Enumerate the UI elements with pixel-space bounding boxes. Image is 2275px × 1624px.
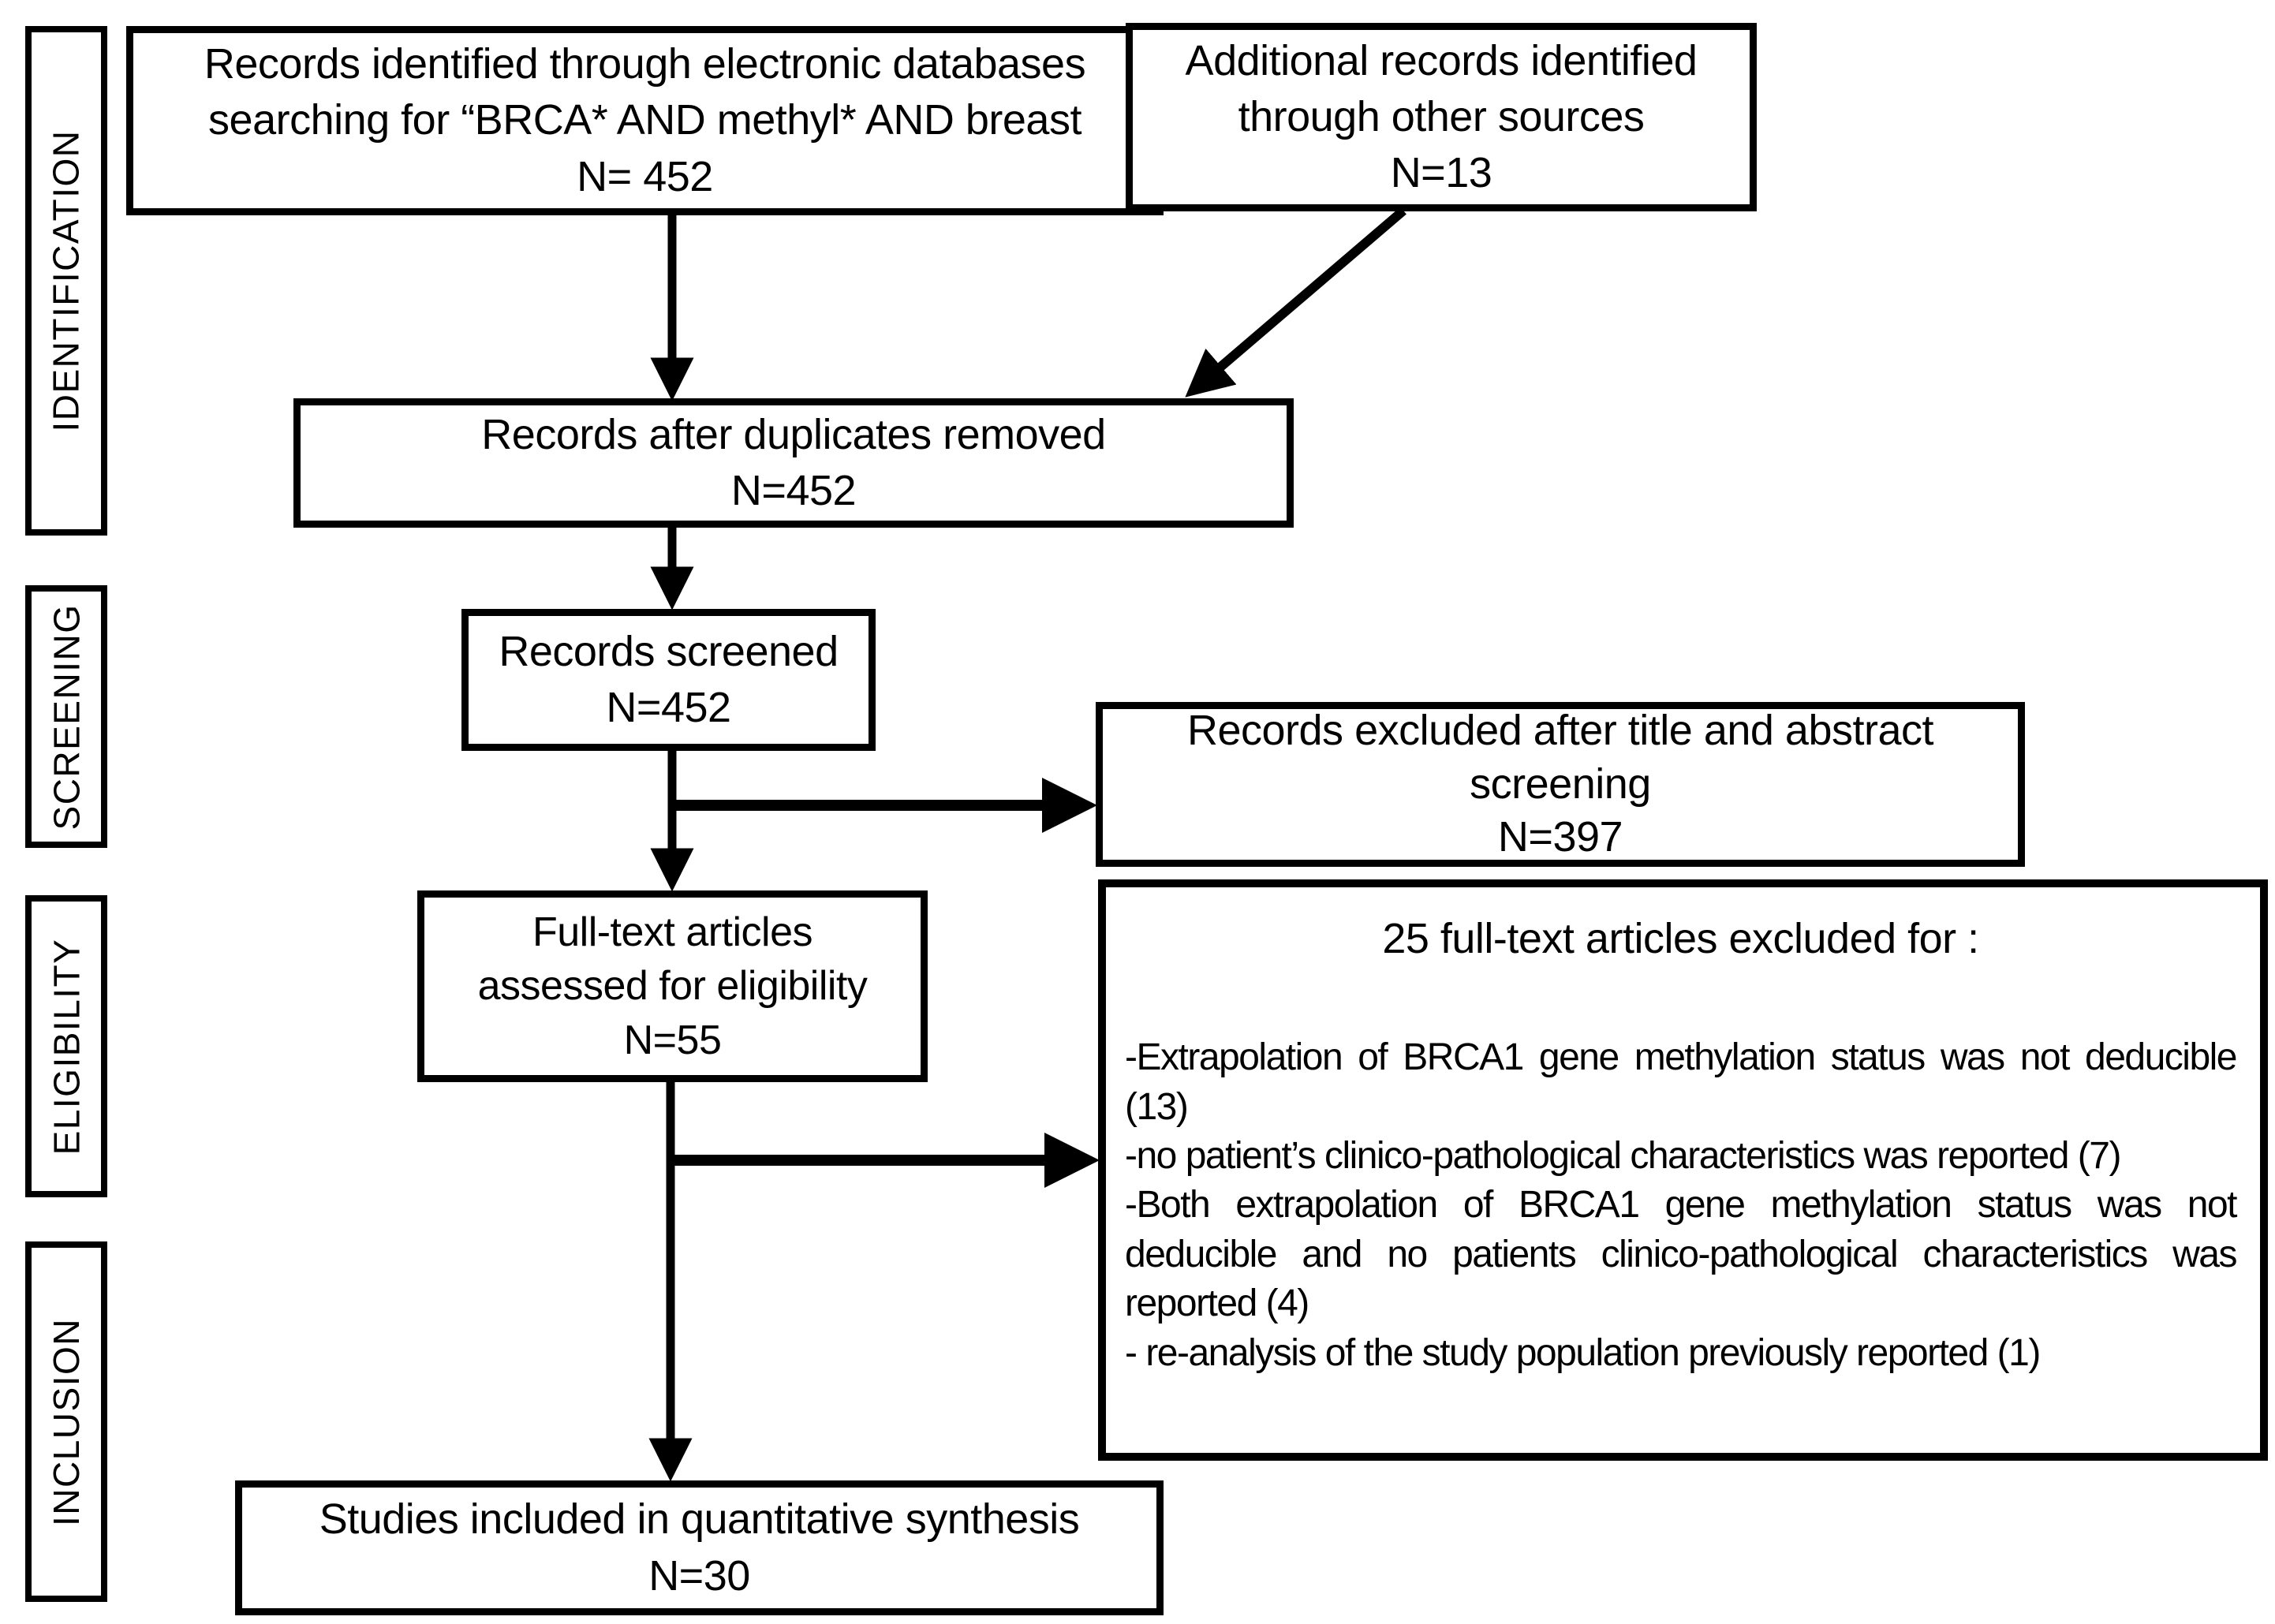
box-records-excluded-screening: Records excluded after title and abstrac… (1096, 702, 2025, 867)
box-duplicates-removed-line1: Records after duplicates removed (481, 410, 1106, 458)
stage-screening: SCREENING (25, 585, 107, 848)
stage-eligibility-label: ELIGIBILITY (46, 938, 87, 1155)
exclusion-reason-4: - re-analysis of the study population pr… (1125, 1331, 2041, 1374)
stage-identification: IDENTIFICATION (25, 26, 107, 536)
box-fulltext-assessed-line2: assessed for eligibility (477, 963, 868, 1010)
box-records-screened-count: N=452 (606, 684, 731, 731)
exclusion-reason-3: -Both extrapolation of BRCA1 gene methyl… (1125, 1184, 2238, 1325)
box-fulltext-excluded: 25 full-text articles excluded for : -Ex… (1098, 879, 2268, 1461)
box-records-excluded-screening-count: N=397 (1497, 813, 1623, 861)
box-fulltext-excluded-title: 25 full-text articles excluded for : (1382, 915, 1979, 962)
stage-screening-label: SCREENING (46, 603, 88, 830)
box-records-screened: Records screened N=452 (461, 609, 876, 751)
box-additional-records-line2: through other sources (1238, 92, 1645, 140)
box-fulltext-assessed-count: N=55 (623, 1017, 722, 1063)
box-records-excluded-screening-line1: Records excluded after title and abstrac… (1186, 707, 1934, 755)
box-studies-included-count: N=30 (648, 1551, 750, 1600)
box-records-screened-line1: Records screened (499, 627, 839, 675)
box-records-identified-line2: searching for “BRCA* AND methyl* AND bre… (208, 96, 1081, 144)
box-records-identified-count: N= 452 (577, 152, 713, 200)
exclusion-reason-2: -no patient’s clinico-pathological chara… (1125, 1135, 2121, 1178)
arrow-additional-to-dedup (1185, 207, 1406, 398)
box-fulltext-assessed-line1: Full-text articles (532, 909, 813, 955)
box-duplicates-removed-count: N=452 (730, 467, 857, 514)
box-records-identified-line1: Records identified through electronic da… (204, 40, 1086, 88)
box-duplicates-removed: Records after duplicates removed N=452 (293, 398, 1294, 528)
box-additional-records-line1: Additional records identified (1185, 36, 1698, 84)
box-records-identified: Records identified through electronic da… (126, 26, 1164, 215)
stage-identification-label: IDENTIFICATION (46, 129, 87, 432)
box-records-excluded-screening-line2: screening (1470, 760, 1651, 808)
stage-inclusion: INCLUSION (25, 1241, 107, 1602)
exclusion-reasons-list: -Extrapolation of BRCA1 gene methylation… (1125, 1033, 2238, 1378)
stage-eligibility: ELIGIBILITY (25, 895, 107, 1197)
box-additional-records: Additional records identified through ot… (1126, 23, 1757, 211)
box-studies-included: Studies included in quantitative synthes… (235, 1480, 1164, 1615)
stage-inclusion-label: INCLUSION (46, 1317, 88, 1526)
exclusion-reason-1: -Extrapolation of BRCA1 gene methylation… (1125, 1036, 2238, 1128)
box-additional-records-count: N=13 (1390, 149, 1492, 197)
box-studies-included-line1: Studies included in quantitative synthes… (319, 1495, 1080, 1544)
box-fulltext-assessed: Full-text articles assessed for eligibil… (417, 890, 928, 1082)
